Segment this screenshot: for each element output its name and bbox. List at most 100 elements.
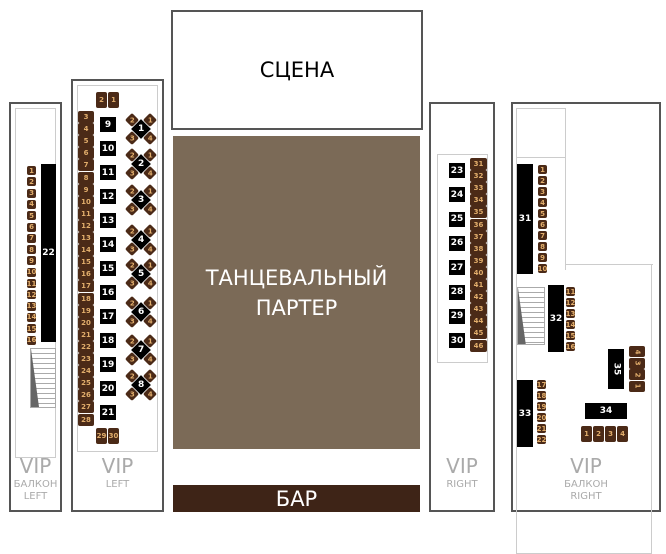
- seat[interactable]: 10: [26, 267, 37, 277]
- seat[interactable]: 8: [78, 171, 94, 184]
- table[interactable]: 17: [100, 309, 116, 324]
- seat[interactable]: 6: [78, 147, 94, 160]
- seat[interactable]: 24: [78, 365, 94, 378]
- seat[interactable]: 1: [581, 426, 592, 442]
- seat[interactable]: 29: [96, 428, 107, 444]
- table[interactable]: 30: [449, 333, 465, 349]
- table-31[interactable]: 31: [517, 164, 533, 274]
- seat[interactable]: 20: [536, 413, 547, 422]
- seat[interactable]: 28: [78, 413, 94, 426]
- seat[interactable]: 3: [629, 357, 645, 369]
- seat[interactable]: 8: [538, 242, 547, 251]
- seat[interactable]: 9: [27, 256, 36, 266]
- seat[interactable]: 7: [538, 231, 547, 240]
- seat[interactable]: 3: [538, 187, 547, 196]
- seat[interactable]: 16: [26, 335, 37, 345]
- seat[interactable]: 33: [470, 182, 487, 195]
- seat[interactable]: 2: [96, 92, 107, 108]
- table[interactable]: 27: [449, 260, 465, 276]
- table[interactable]: 9: [100, 117, 116, 132]
- seat[interactable]: 36: [470, 218, 487, 231]
- seat[interactable]: 22: [78, 340, 94, 353]
- seat[interactable]: 8: [27, 245, 36, 255]
- table[interactable]: 18: [100, 333, 116, 348]
- seat[interactable]: 17: [78, 280, 94, 293]
- seat[interactable]: 40: [470, 266, 487, 279]
- table[interactable]: 16: [100, 285, 116, 300]
- seat[interactable]: 45: [470, 327, 487, 340]
- seat[interactable]: 9: [538, 253, 547, 262]
- seat[interactable]: 27: [78, 401, 94, 414]
- seat[interactable]: 1: [108, 92, 119, 108]
- seat[interactable]: 18: [78, 292, 94, 305]
- table[interactable]: 11: [100, 165, 116, 180]
- seat[interactable]: 38: [470, 242, 487, 255]
- seat[interactable]: 22: [536, 435, 547, 444]
- seat[interactable]: 11: [26, 279, 37, 288]
- seat[interactable]: 6: [538, 220, 547, 229]
- seat[interactable]: 15: [565, 331, 576, 340]
- table[interactable]: 14: [100, 237, 116, 252]
- seat[interactable]: 5: [78, 135, 94, 148]
- seat[interactable]: 16: [565, 342, 576, 351]
- seat[interactable]: 37: [470, 230, 487, 243]
- seat[interactable]: 44: [470, 315, 487, 328]
- seat[interactable]: 19: [78, 304, 94, 317]
- seat[interactable]: 42: [470, 291, 487, 304]
- seat[interactable]: 6: [27, 222, 36, 232]
- seat[interactable]: 14: [26, 312, 37, 322]
- dancefloor[interactable]: ТАНЦЕВАЛЬНЫЙ ПАРТЕР: [173, 136, 420, 449]
- seat[interactable]: 4: [629, 346, 645, 357]
- table[interactable]: 26: [449, 235, 465, 251]
- table[interactable]: 10: [100, 141, 116, 156]
- table[interactable]: 23: [449, 163, 465, 178]
- seat[interactable]: 41: [470, 279, 487, 291]
- seat[interactable]: 3: [27, 188, 36, 198]
- seat[interactable]: 34: [470, 194, 487, 207]
- seat[interactable]: 2: [538, 176, 547, 185]
- seat[interactable]: 23: [78, 353, 94, 365]
- seat[interactable]: 19: [536, 402, 547, 411]
- seat[interactable]: 11: [565, 287, 576, 296]
- seat[interactable]: 13: [565, 309, 576, 318]
- seat[interactable]: 5: [538, 209, 547, 218]
- seat[interactable]: 25: [78, 377, 94, 390]
- seat[interactable]: 26: [78, 389, 94, 402]
- seat[interactable]: 2: [629, 369, 645, 380]
- seat[interactable]: 12: [78, 219, 94, 232]
- table-34[interactable]: 34: [585, 403, 627, 419]
- seat[interactable]: 32: [470, 170, 487, 183]
- seat[interactable]: 12: [565, 298, 576, 307]
- table[interactable]: 24: [449, 187, 465, 203]
- table-22[interactable]: 22: [41, 164, 56, 342]
- table[interactable]: 12: [100, 189, 116, 204]
- seat[interactable]: 10: [537, 264, 548, 273]
- seat[interactable]: 46: [470, 339, 487, 352]
- seat[interactable]: 7: [78, 159, 94, 172]
- seat[interactable]: 31: [470, 158, 487, 170]
- seat[interactable]: 15: [26, 324, 37, 334]
- seat[interactable]: 5: [27, 211, 36, 221]
- table[interactable]: 28: [449, 284, 465, 300]
- table[interactable]: 13: [100, 213, 116, 228]
- seat[interactable]: 4: [538, 198, 547, 207]
- seat[interactable]: 35: [470, 206, 487, 219]
- seat[interactable]: 3: [78, 111, 94, 123]
- table[interactable]: 20: [100, 381, 116, 396]
- seat[interactable]: 20: [78, 316, 94, 329]
- seat[interactable]: 2: [593, 426, 604, 442]
- seat[interactable]: 17: [536, 380, 547, 389]
- seat[interactable]: 21: [536, 424, 547, 433]
- table[interactable]: 21: [100, 405, 116, 420]
- seat[interactable]: 1: [27, 166, 36, 175]
- table[interactable]: 15: [100, 261, 116, 276]
- table-33[interactable]: 33: [517, 380, 533, 447]
- seat[interactable]: 4: [27, 199, 36, 209]
- seat[interactable]: 16: [78, 268, 94, 281]
- table[interactable]: 29: [449, 308, 465, 324]
- seat[interactable]: 14: [78, 244, 94, 257]
- table[interactable]: 25: [449, 211, 465, 227]
- table[interactable]: 19: [100, 357, 116, 372]
- seat[interactable]: 9: [78, 183, 94, 196]
- table-35[interactable]: 35: [608, 349, 624, 389]
